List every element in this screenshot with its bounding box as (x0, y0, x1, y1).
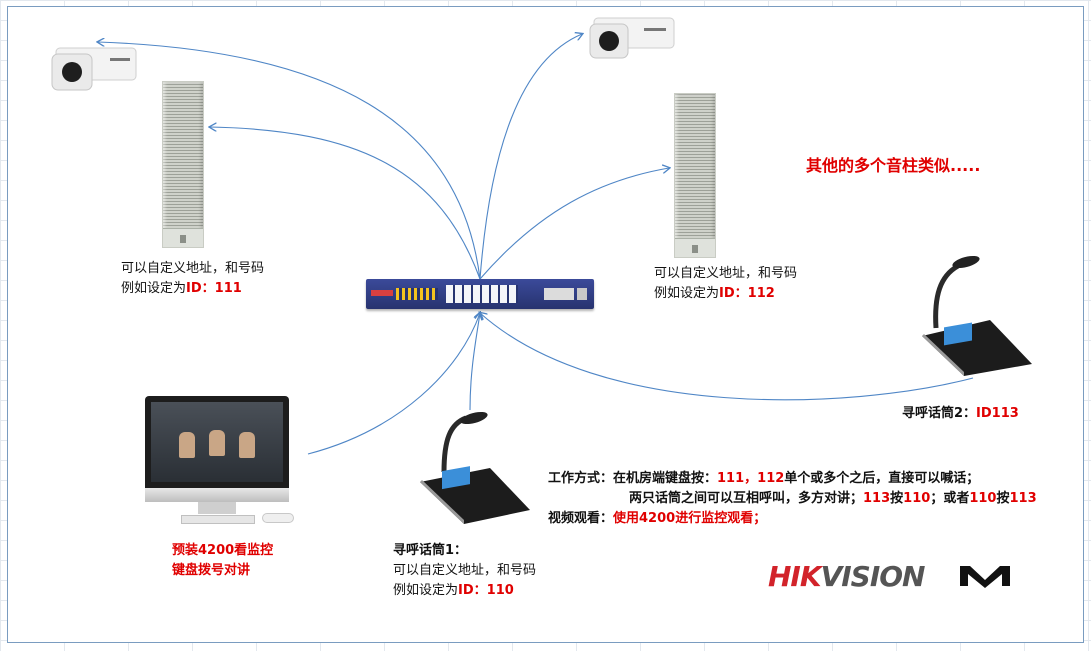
paging-microphone-icon (922, 255, 1032, 376)
paging-microphone-icon (420, 411, 530, 524)
work-mode-line-2: 两只话筒之间可以互相呼叫，多方对讲；113按110；或者110按113 (629, 491, 1037, 506)
pc-caption: 预装4200看监控 键盘拨号对讲 (172, 543, 274, 578)
column-speaker-icon (162, 81, 204, 248)
mic1-caption: 寻呼话筒1： 可以自定义地址，和号码 例如设定为ID：110 (393, 543, 537, 598)
arrow-from-mic2 (480, 313, 974, 401)
keyboard-icon (181, 515, 255, 524)
arrow-to-speaker-right (479, 168, 669, 280)
column-speaker-icon (674, 93, 716, 258)
work-mode-line-1: 工作方式：在机房端键盘按：111，112单个或多个之后，直接可以喊话； (548, 471, 980, 486)
arrow-to-camera-right (479, 34, 582, 280)
arrow-to-camera-left (98, 42, 481, 280)
camera-icon (51, 47, 137, 91)
hikvision-logo: HIKVISION (768, 560, 925, 593)
video-viewing-line: 视频观看：使用4200进行监控观看； (548, 511, 767, 526)
mouse-icon (262, 513, 294, 523)
arrow-from-pc (307, 313, 480, 455)
arrow-to-speaker-left (210, 127, 481, 280)
arrow-from-mic1 (469, 313, 480, 411)
speaker-right-caption: 可以自定义地址，和号码 例如设定为ID：112 (654, 266, 798, 301)
mic2-caption: 寻呼话筒2：ID113 (902, 406, 1019, 421)
speaker-left-caption: 可以自定义地址，和号码 例如设定为ID：111 (121, 261, 265, 296)
camera-icon (589, 17, 675, 59)
desktop-pc-icon (145, 396, 289, 488)
other-columns-note: 其他的多个音柱类似..... (806, 156, 981, 175)
poe-switch-icon (366, 279, 594, 309)
brand-m-logo (960, 566, 1010, 588)
